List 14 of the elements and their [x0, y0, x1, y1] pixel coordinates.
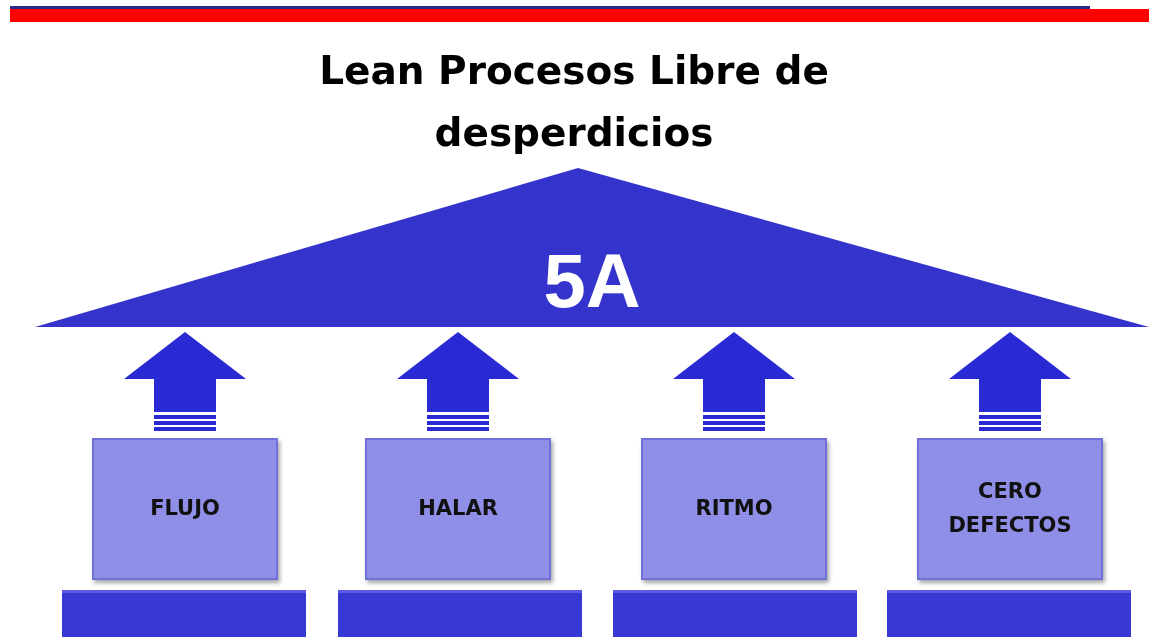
roof-label: 5A	[543, 243, 641, 319]
title: Lean Procesos Libre de desperdicios	[318, 47, 830, 157]
pillar-box	[92, 438, 278, 580]
pillar-box	[641, 438, 827, 580]
base-bar	[338, 590, 582, 637]
pillar-label: RITMO	[695, 495, 773, 523]
base-bar	[613, 590, 857, 637]
pillar-box	[917, 438, 1103, 580]
pillar-label: FLUJO	[150, 495, 220, 523]
pillar-box	[365, 438, 551, 580]
pillar-label: CERO DEFECTOS	[947, 478, 1073, 539]
base-bar	[62, 590, 306, 637]
pillar-label: HALAR	[418, 495, 498, 523]
base-bar	[887, 590, 1131, 637]
